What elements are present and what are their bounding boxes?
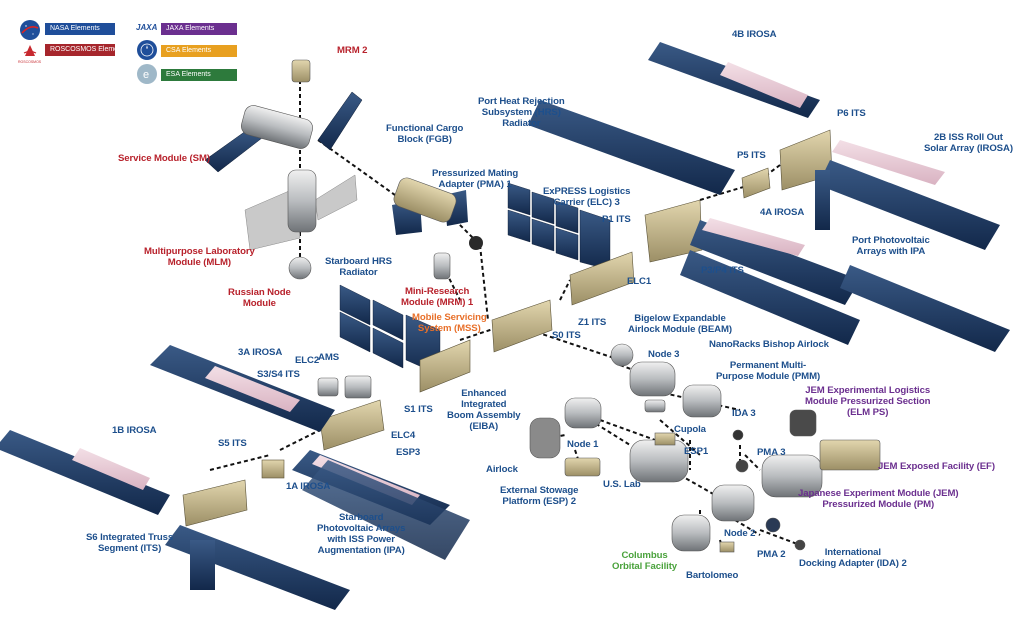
pressurized-modules: [529, 343, 881, 553]
legend-esa-label: ESA Elements: [166, 71, 211, 78]
label-beam: Bigelow Expandable Airlock Module (BEAM): [628, 313, 732, 335]
label-mss: Mobile Servicing System (MSS): [412, 312, 487, 334]
port-pv-arrays: [528, 42, 1010, 352]
label-russian-node: Russian Node Module: [228, 287, 291, 309]
label-mrm2: MRM 2: [337, 45, 368, 56]
label-s6: S6 Integrated Truss Segment (ITS): [86, 532, 174, 554]
label-service-module: Service Module (SM): [118, 153, 210, 164]
label-pmm: Permanent Multi- Purpose Module (PMM): [716, 360, 821, 382]
label-elc3: ExPRESS Logistics Carrier (ELC) 3: [543, 186, 631, 208]
legend-csa: CSA Elements: [161, 45, 237, 57]
label-nanoracks: NanoRacks Bishop Airlock: [709, 339, 829, 350]
label-s1: S1 ITS: [404, 404, 433, 415]
label-mrm1: Mini-Research Module (MRM) 1: [401, 286, 474, 308]
label-jem-pm: Japanese Experiment Module (JEM) Pressur…: [798, 488, 959, 510]
ams-and-elc: [317, 375, 372, 399]
label-starboard-pv: Starboard Photovoltaic Arrays with ISS P…: [317, 512, 406, 556]
legend-roscosmos-label: ROSCOSMOS Elements: [50, 46, 128, 53]
legend-nasa: NASA Elements: [45, 23, 115, 35]
label-ams: AMS: [318, 352, 340, 363]
label-s5: S5 ITS: [218, 438, 247, 449]
pma1: [469, 236, 483, 250]
label-port-hrs: Port Heat Rejection Subsystem (HRS) Radi…: [478, 96, 565, 129]
label-irosa-2b: 2B ISS Roll Out Solar Array (IROSA): [924, 132, 1013, 154]
label-p6: P6 ITS: [837, 108, 866, 119]
label-node3: Node 3: [648, 349, 680, 360]
s5-truss: [261, 459, 285, 479]
label-jem-ef: JEM Exposed Facility (EF): [878, 461, 995, 472]
legend-csa-label: CSA Elements: [166, 47, 212, 54]
port-hrs-radiator: [507, 182, 611, 271]
label-fgb: Functional Cargo Block (FGB): [386, 123, 464, 145]
label-irosa-1b: 1B IROSA: [112, 425, 157, 436]
label-irosa-3a: 3A IROSA: [238, 347, 283, 358]
label-elc4: ELC4: [391, 430, 416, 441]
label-esp2: External Stowage Platform (ESP) 2: [500, 485, 579, 507]
label-pma2: PMA 2: [757, 549, 786, 560]
label-node2: Node 2: [724, 528, 756, 539]
csa-logo: [137, 40, 157, 60]
mrm2-module: [291, 59, 311, 83]
label-pma3: PMA 3: [757, 447, 786, 458]
label-airlock: Airlock: [486, 464, 518, 475]
legend-jaxa: JAXA Elements: [161, 23, 237, 35]
legend-roscosmos: ROSCOSMOS Elements: [45, 44, 127, 56]
roscosmos-logo-caption: ROSCOSMOS: [18, 60, 42, 64]
svg-text:e: e: [143, 69, 149, 81]
mlm-module: [244, 169, 358, 251]
russian-node-module: [288, 256, 312, 280]
service-module: [204, 91, 363, 173]
label-ida2: International Docking Adapter (IDA) 2: [799, 547, 907, 569]
label-irosa-4a: 4A IROSA: [760, 207, 805, 218]
label-p5: P5 ITS: [737, 150, 766, 161]
fgb-module: [392, 177, 468, 235]
esa-logo: e: [137, 64, 157, 84]
label-cupola: Cupola: [674, 424, 706, 435]
mrm1: [433, 252, 451, 280]
label-ida3: IDA 3: [732, 408, 756, 419]
legend-jaxa-label: JAXA Elements: [166, 25, 215, 32]
label-starboard-hrs: Starboard HRS Radiator: [325, 256, 392, 278]
legend-nasa-label: NASA Elements: [50, 25, 100, 32]
main-truss: [182, 129, 833, 527]
label-us-lab: U.S. Lab: [603, 479, 641, 490]
label-elc1: ELC1: [627, 276, 652, 287]
label-pma1: Pressurized Mating Adapter (PMA) 1: [432, 168, 519, 190]
label-s0: S0 ITS: [552, 330, 581, 341]
roscosmos-logo: [22, 43, 38, 59]
label-node1: Node 1: [567, 439, 599, 450]
label-irosa-4b: 4B IROSA: [732, 29, 777, 40]
label-irosa-1a: 1A IROSA: [286, 481, 331, 492]
label-port-pv: Port Photovoltaic Arrays with IPA: [852, 235, 930, 257]
nasa-logo: [20, 20, 40, 40]
label-p3p4: P3/P4 ITS: [701, 265, 744, 276]
label-mlm: Multipurpose Laboratory Module (MLM): [144, 246, 255, 268]
label-esp3: ESP3: [396, 447, 421, 458]
legend-esa: ESA Elements: [161, 69, 237, 81]
starboard-pv-arrays: [0, 345, 470, 610]
jaxa-logo: JAXA: [136, 23, 158, 32]
label-p1: P1 ITS: [602, 214, 631, 225]
label-z1: Z1 ITS: [578, 317, 607, 328]
label-elc2: ELC2: [295, 355, 320, 366]
label-elm-ps: JEM Experimental Logistics Module Pressu…: [805, 385, 931, 418]
label-esp1: ESP1: [684, 446, 709, 457]
label-columbus: Columbus Orbital Facility: [612, 550, 678, 572]
label-bartolomeo: Bartolomeo: [686, 570, 739, 581]
label-s3s4: S3/S4 ITS: [257, 369, 300, 380]
label-eiba: Enhanced Integrated Boom Assembly (EIBA): [447, 388, 521, 432]
